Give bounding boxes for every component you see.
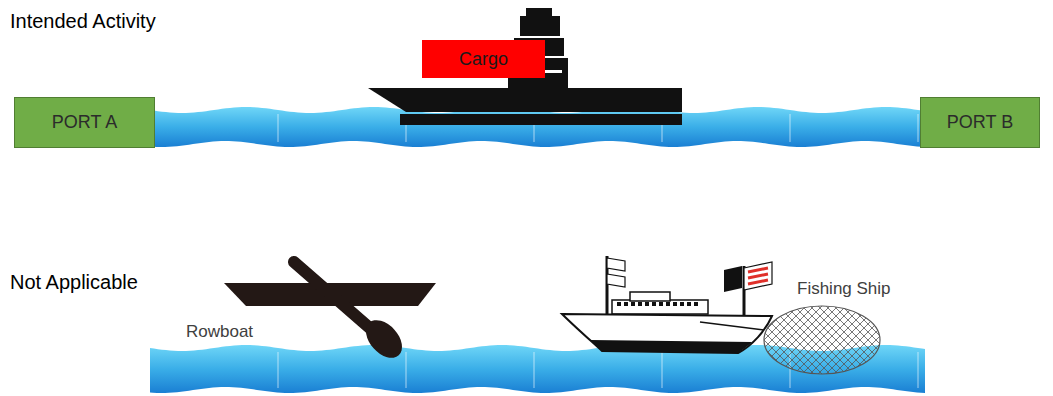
oar-shaft — [294, 262, 372, 330]
node-text: PORT A — [52, 112, 117, 133]
node-text: PORT B — [947, 112, 1013, 133]
hull-stripe — [590, 340, 752, 353]
ship-windows — [617, 302, 698, 306]
fishing-hull — [562, 314, 772, 353]
wave-divider — [278, 352, 279, 388]
node-text: Cargo — [459, 49, 508, 70]
wave-divider — [918, 352, 919, 388]
ship-keel — [400, 114, 682, 125]
wave-divider — [918, 114, 919, 142]
cargo-ship — [368, 8, 682, 125]
net-outline — [764, 306, 880, 374]
net-rope — [700, 322, 764, 330]
wave-divider — [278, 114, 279, 142]
wave-divider — [534, 352, 535, 388]
ship-funnel — [526, 8, 552, 16]
section-heading: Intended Activity — [10, 10, 156, 33]
fishing-ship — [562, 256, 882, 376]
sea-band — [150, 107, 925, 147]
oar-blade — [359, 313, 409, 364]
flag — [724, 266, 742, 292]
flag-stripe — [748, 268, 768, 284]
sea-waves — [150, 107, 925, 147]
item-label: Fishing Ship — [797, 279, 891, 299]
fishing-net — [764, 304, 882, 376]
port-box: PORT B — [920, 97, 1040, 148]
ship-cabin — [630, 292, 670, 301]
wave-divider — [662, 352, 663, 388]
flag — [607, 258, 625, 287]
section-heading: Not Applicable — [10, 271, 138, 294]
flag — [744, 262, 772, 290]
wave-divider — [406, 352, 407, 388]
ship-hull — [368, 88, 682, 112]
wave-divider — [790, 114, 791, 142]
item-label: Rowboat — [186, 322, 253, 342]
cargo-box: Cargo — [422, 40, 545, 78]
ship-bridge — [520, 16, 560, 36]
rowboat — [224, 262, 436, 365]
ship-cabin — [612, 300, 708, 314]
port-box: PORT A — [14, 97, 155, 148]
